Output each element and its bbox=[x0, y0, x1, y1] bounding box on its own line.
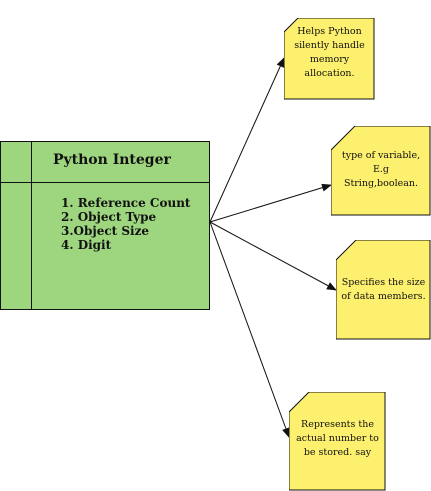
arrow-to-note-memory bbox=[209, 57, 285, 223]
note-memory-text: Helps Python silently handle memory allo… bbox=[294, 26, 365, 79]
note-memory-shape bbox=[284, 18, 375, 100]
attribute-object-size: 3.Object Size bbox=[61, 224, 150, 238]
note-size-shape bbox=[336, 240, 431, 340]
arrow-to-note-digit bbox=[209, 221, 290, 438]
note-digit-shape bbox=[289, 392, 386, 491]
note-digit-text: Represents the actual number to be store… bbox=[296, 419, 379, 458]
attribute-object-type: 2. Object Type bbox=[61, 210, 157, 224]
class-box-left-stripe bbox=[31, 142, 32, 309]
arrow-to-note-type bbox=[209, 183, 332, 223]
note-type: type of variable, E.g String,boolean. bbox=[331, 126, 431, 216]
attribute-digit: 4. Digit bbox=[61, 238, 112, 252]
arrow-to-note-size bbox=[209, 221, 337, 291]
note-type-text: type of variable, E.g String,boolean. bbox=[341, 150, 421, 189]
note-size: Specifies the size of data members. bbox=[336, 240, 431, 340]
note-digit: Represents the actual number to be store… bbox=[289, 392, 386, 491]
class-box-divider bbox=[1, 182, 209, 183]
attribute-reference-count: 1. Reference Count bbox=[61, 196, 191, 210]
python-integer-class-box: Python Integer 1. Reference Count 2. Obj… bbox=[0, 141, 210, 310]
note-size-text: Specifies the size of data members. bbox=[341, 277, 426, 302]
class-title: Python Integer bbox=[53, 152, 171, 168]
class-attribute-list: 1. Reference Count 2. Object Type 3.Obje… bbox=[61, 196, 190, 252]
note-memory: Helps Python silently handle memory allo… bbox=[284, 18, 375, 100]
note-type-shape bbox=[331, 126, 431, 216]
